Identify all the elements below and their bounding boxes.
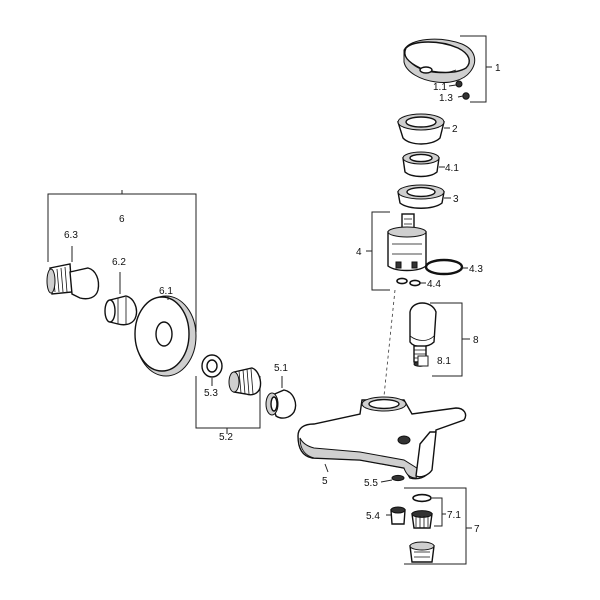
bracket-5-2 xyxy=(195,376,261,429)
part-5-4-seal xyxy=(390,506,406,525)
leader-5 xyxy=(324,463,329,473)
part-4-3-oring xyxy=(424,258,464,276)
part-5-2-nipple xyxy=(228,367,262,396)
callout-box-8-1 xyxy=(417,355,429,367)
leader-5-5 xyxy=(380,479,393,483)
bracket-7 xyxy=(404,487,467,565)
part-7-washer xyxy=(412,493,432,503)
label-5: 5 xyxy=(322,476,328,487)
label-5-3: 5.3 xyxy=(204,388,218,399)
part-1-handle xyxy=(403,38,476,83)
part-5-1-nut xyxy=(265,389,297,419)
label-8: 8 xyxy=(473,335,479,346)
leader-1-3 xyxy=(457,95,464,98)
leader-1-1 xyxy=(448,84,457,87)
part-4-cartridge xyxy=(387,213,427,272)
part-6-2-nut xyxy=(104,295,138,326)
part-1-1-screw xyxy=(455,80,463,88)
part-5-mixer-body xyxy=(297,396,467,482)
label-1-1: 1.1 xyxy=(433,82,447,93)
label-5-1: 5.1 xyxy=(274,363,288,374)
label-4: 4 xyxy=(356,247,362,258)
label-6: 6 xyxy=(119,214,125,225)
label-6-3: 6.3 xyxy=(64,230,78,241)
part-7-aerator-housing xyxy=(409,541,435,563)
label-7: 7 xyxy=(474,524,480,535)
part-4-4-seals xyxy=(396,277,421,287)
label-4-3: 4.3 xyxy=(469,264,483,275)
label-5-5: 5.5 xyxy=(364,478,378,489)
part-1-3-cap xyxy=(462,92,470,100)
label-1-3: 1.3 xyxy=(439,93,453,104)
part-3-ring xyxy=(397,184,445,209)
part-6-1-rosette xyxy=(134,295,197,377)
label-6-1: 6.1 xyxy=(159,286,173,297)
label-4-1: 4.1 xyxy=(445,163,459,174)
label-4-4: 4.4 xyxy=(427,279,441,290)
label-3: 3 xyxy=(453,194,459,205)
label-7-1: 7.1 xyxy=(447,510,461,521)
part-2-cover xyxy=(397,113,445,145)
label-5-4: 5.4 xyxy=(366,511,380,522)
part-6-3-eccentric-connector xyxy=(46,263,100,300)
label-1: 1 xyxy=(495,63,501,74)
label-8-1: 8.1 xyxy=(437,356,451,367)
label-5-2: 5.2 xyxy=(219,432,233,443)
bracket-7-1 xyxy=(432,497,443,527)
part-5-3-washer xyxy=(201,354,223,378)
part-4-1-nut xyxy=(402,151,440,178)
label-2: 2 xyxy=(452,124,458,135)
assembly-axis xyxy=(383,289,396,397)
label-6-2: 6.2 xyxy=(112,257,126,268)
bracket-1 xyxy=(460,35,487,103)
part-7-1-aerator-insert xyxy=(411,510,433,529)
